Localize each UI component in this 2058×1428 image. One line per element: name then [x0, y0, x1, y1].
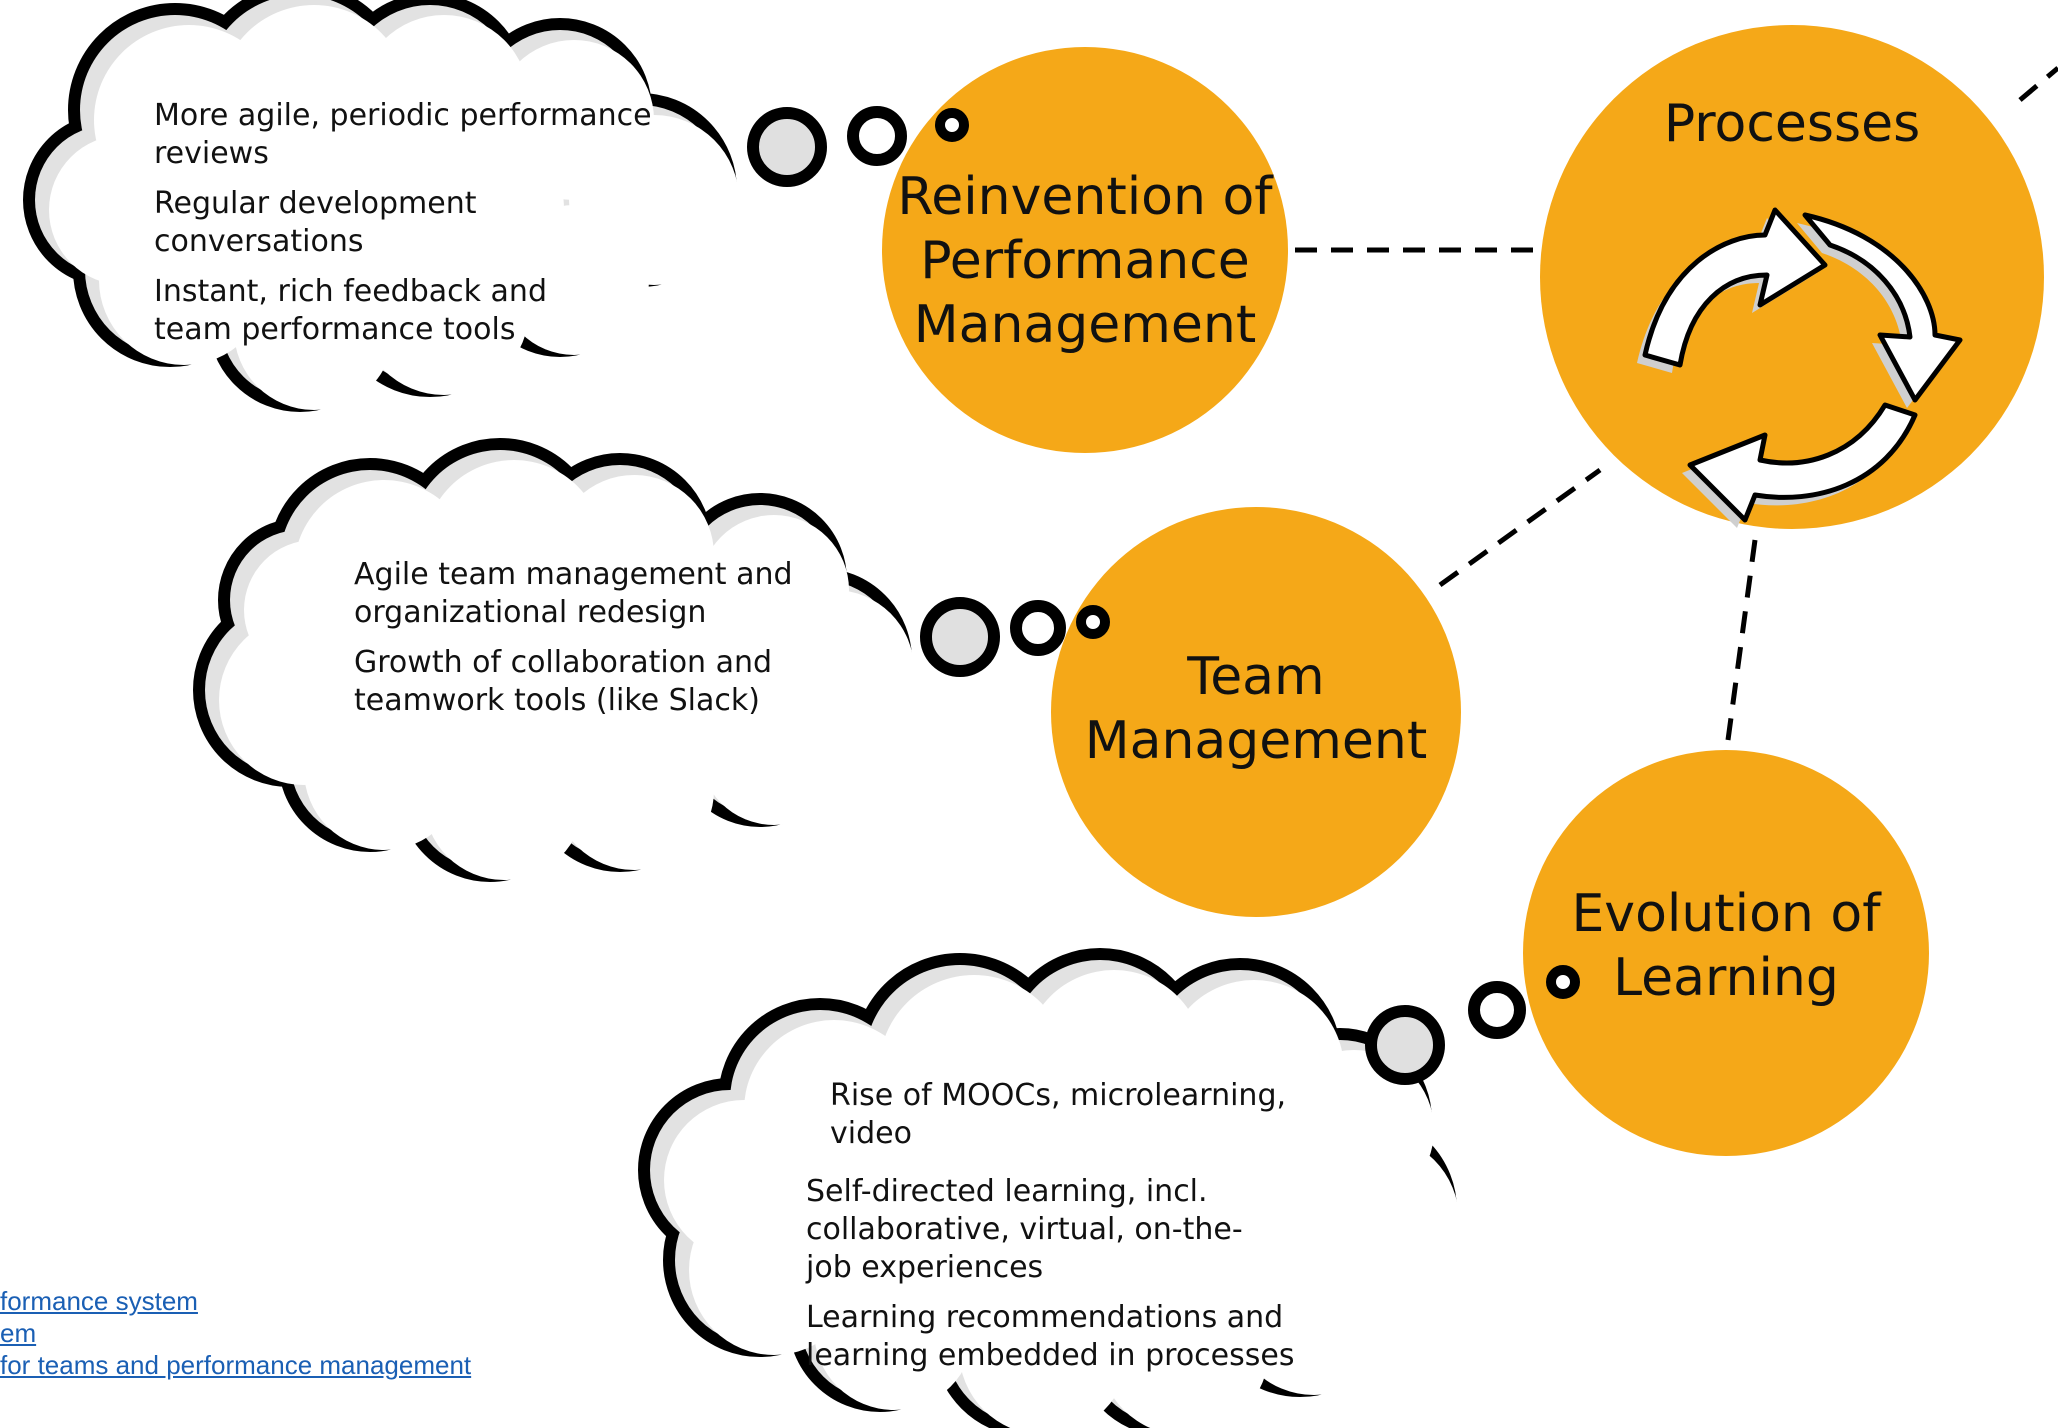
connectors	[1295, 66, 2058, 741]
cloud-performance	[23, 0, 739, 412]
label-line: Reinvention of	[897, 167, 1273, 227]
node-team	[1051, 507, 1461, 917]
thought-bubbles-team	[920, 597, 1066, 677]
link-teams-performance[interactable]: for teams and performance management	[0, 1350, 472, 1380]
cloud-item: Rise of MOOCs, microlearning, video	[830, 1078, 1287, 1151]
node-learning-label: Evolution of Learning	[1526, 882, 1926, 1010]
nodes	[882, 25, 2044, 1156]
recycle-arrows-icon	[1637, 207, 1963, 528]
cloud-item: Agile team management and organizational…	[354, 557, 793, 630]
node-performance	[882, 47, 1288, 453]
label-line: Evolution of	[1571, 884, 1881, 944]
connector-offscreen	[2018, 66, 2058, 102]
cloud-learning-text: Rise of MOOCs, microlearning, video Self…	[806, 1077, 1366, 1387]
cloud-team-text: Agile team management and organizational…	[354, 556, 794, 732]
cloud-team	[193, 438, 914, 882]
bubble-dot-learning	[1546, 965, 1580, 999]
node-learning	[1523, 750, 1929, 1156]
cloud-performance-text: More agile, periodic performance reviews…	[154, 97, 694, 361]
cloud-item: Instant, rich feedback and team performa…	[154, 274, 547, 347]
label-line: Team	[1187, 647, 1325, 707]
label-line: Management	[1084, 711, 1428, 771]
cloud-item: More agile, periodic performance reviews	[154, 98, 652, 171]
cloud-item: Regular development conversations	[154, 186, 477, 259]
link-performance-system[interactable]: formance system	[0, 1286, 198, 1316]
bubble-dot-performance	[935, 108, 969, 142]
connector-learning-processes	[1725, 539, 1758, 741]
label-line: Learning	[1613, 948, 1839, 1008]
bubble-dot-team	[1076, 605, 1110, 639]
cloud-item: Self-directed learning, incl. collaborat…	[806, 1174, 1243, 1285]
cloud-item: Learning recommendations and learning em…	[806, 1300, 1295, 1373]
label-line: Management	[913, 295, 1257, 355]
thought-bubbles-performance	[747, 106, 907, 187]
link-system[interactable]: em	[0, 1318, 37, 1348]
label-line: Performance	[920, 231, 1250, 291]
node-processes-label: Processes	[1663, 94, 1921, 154]
node-team-label: Team Management	[1056, 645, 1456, 773]
cloud-item: Growth of collaboration and teamwork too…	[354, 645, 773, 718]
cloud-learning	[638, 948, 1459, 1428]
connector-team-processes	[1438, 467, 1602, 588]
node-performance-label: Reinvention of Performance Management	[885, 165, 1285, 357]
thought-bubbles-learning	[1365, 981, 1526, 1085]
reference-links: formance system em for teams and perform…	[0, 1285, 471, 1381]
